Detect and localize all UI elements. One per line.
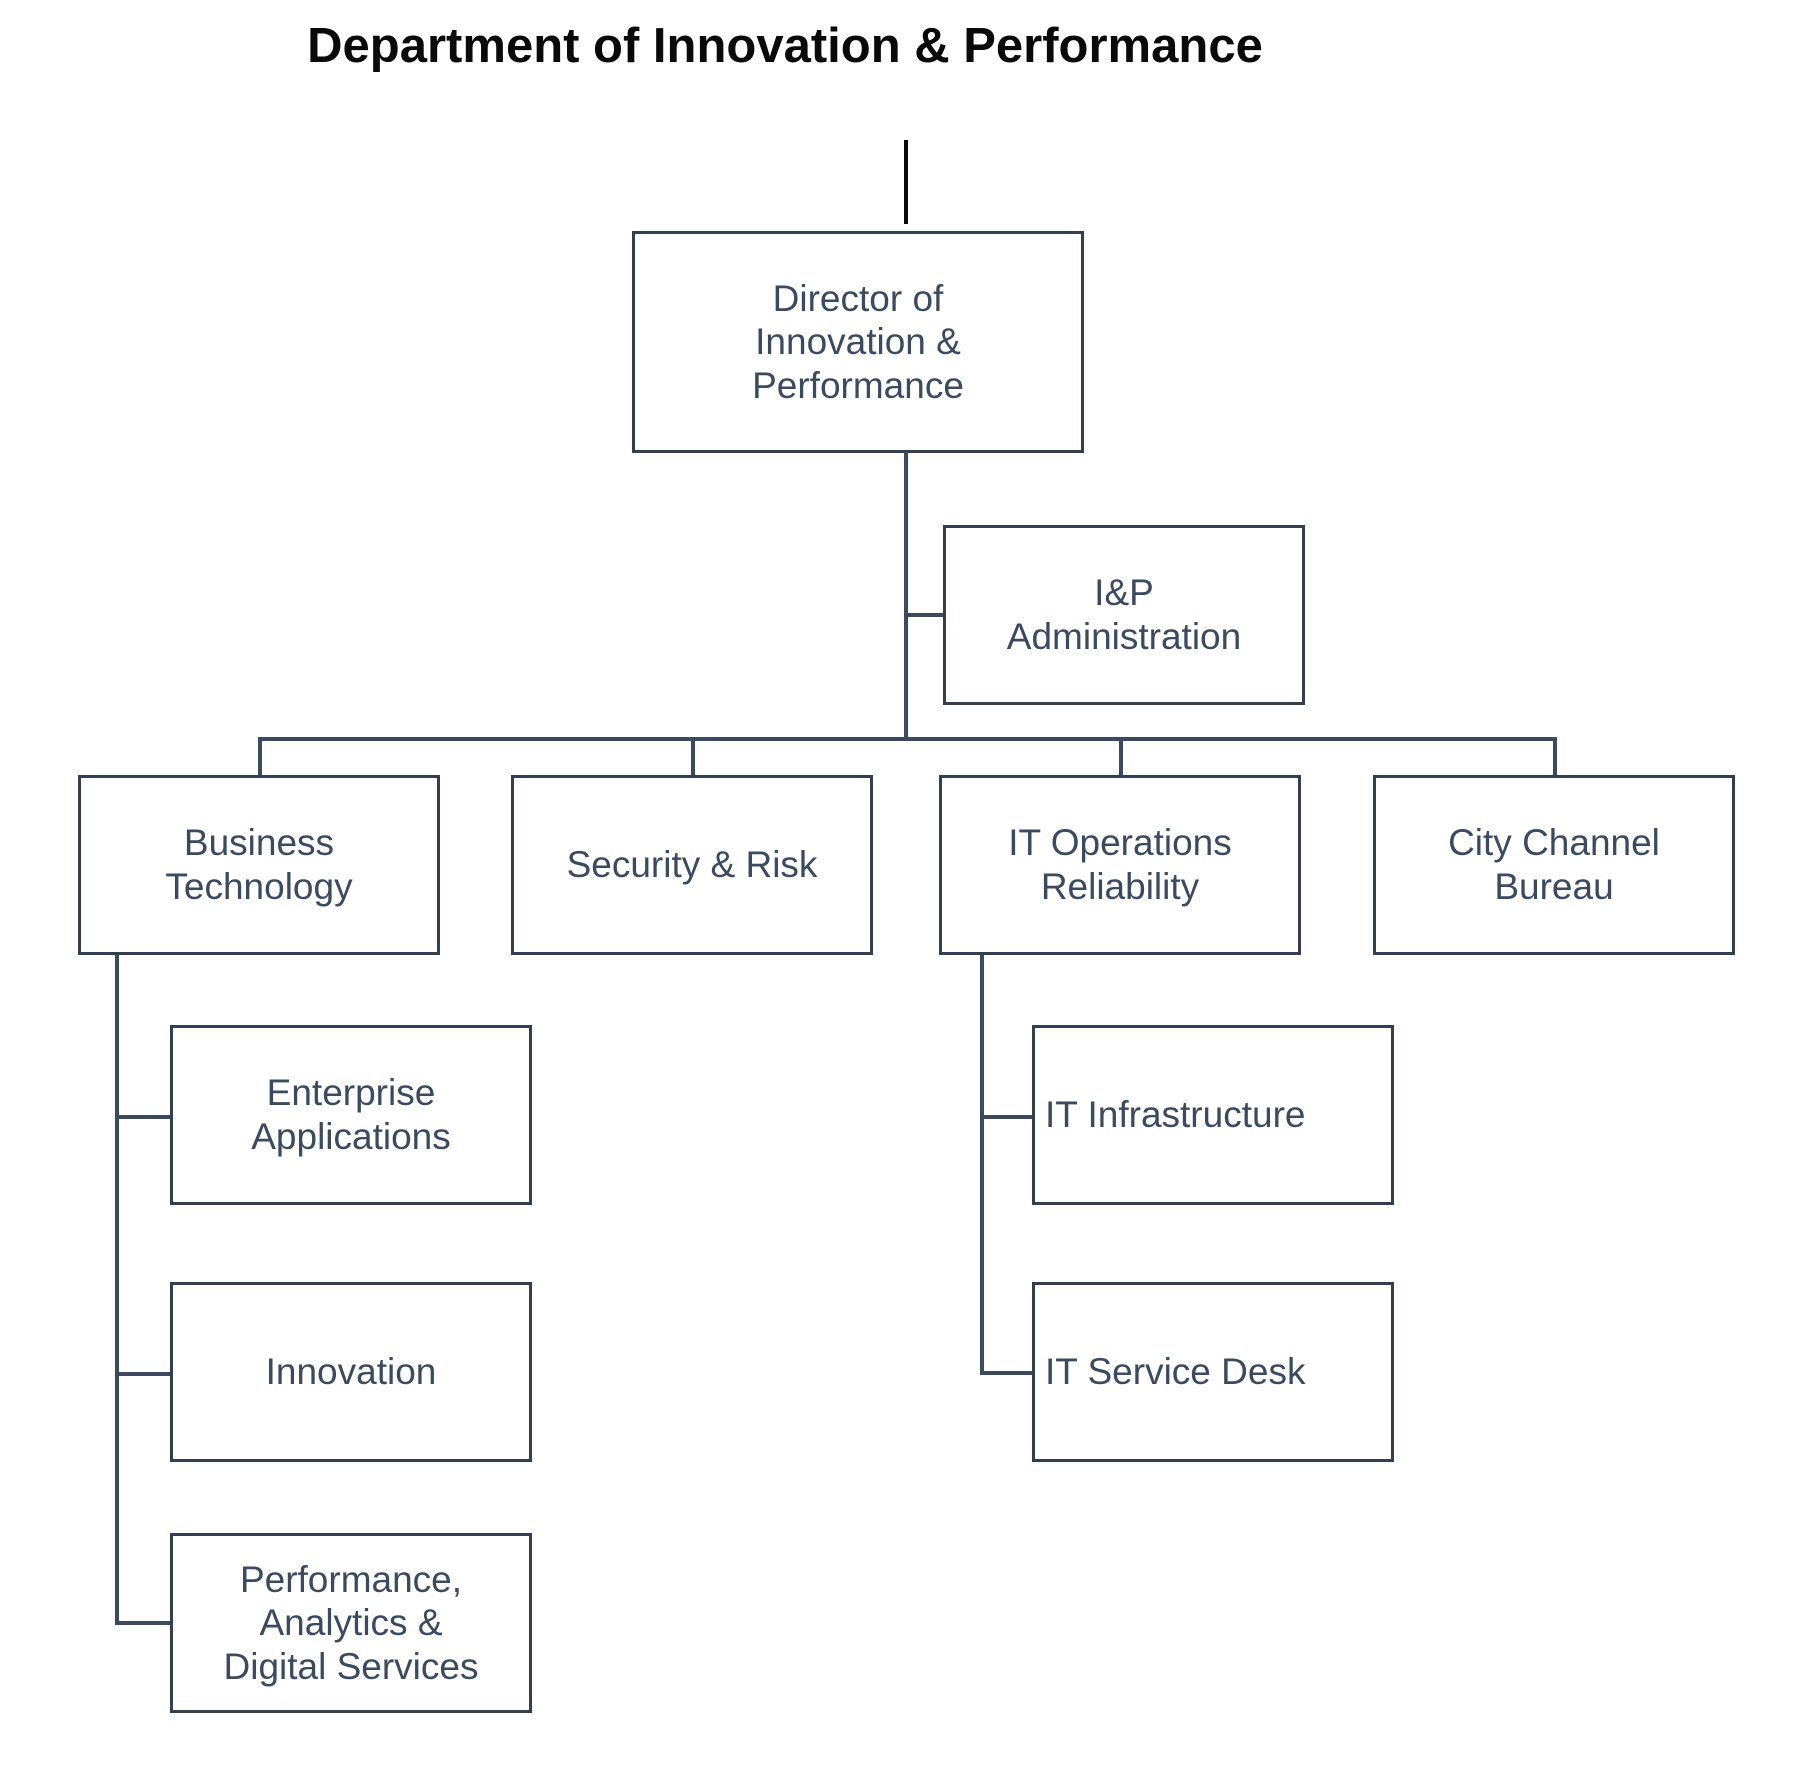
connector-drop-it-operations [1119, 737, 1123, 777]
connector-performance-analytics [115, 1621, 172, 1625]
node-security-risk[interactable]: Security & Risk [511, 775, 873, 955]
connector-it-operations-spine [980, 955, 984, 1374]
node-innovation[interactable]: Innovation [170, 1282, 532, 1462]
node-business-technology[interactable]: Business Technology [78, 775, 440, 955]
connector-drop-security-risk [691, 737, 695, 777]
node-director-label: Director of Innovation & Performance [752, 277, 964, 406]
node-business-technology-label: Business Technology [165, 822, 353, 907]
connector-it-infrastructure [980, 1115, 1035, 1119]
node-city-channel-bureau[interactable]: City Channel Bureau [1373, 775, 1735, 955]
node-director[interactable]: Director of Innovation & Performance [632, 231, 1084, 453]
node-it-infrastructure[interactable]: IT Infrastructure [1032, 1025, 1394, 1205]
node-it-service-desk[interactable]: IT Service Desk [1032, 1282, 1394, 1462]
connector-innovation [115, 1372, 172, 1376]
node-ip-administration[interactable]: I&P Administration [943, 525, 1305, 705]
connector-top-stem [904, 140, 908, 224]
node-performance-analytics-digital-services[interactable]: Performance, Analytics & Digital Service… [170, 1533, 532, 1713]
node-ip-administration-label: I&P Administration [1006, 572, 1242, 657]
connector-drop-business-technology [258, 737, 262, 777]
page-title: Department of Innovation & Performance [307, 19, 1263, 73]
connector-drop-city-channel [1553, 737, 1557, 777]
node-it-operations-reliability-label: IT Operations Reliability [1008, 822, 1232, 907]
node-city-channel-bureau-label: City Channel Bureau [1448, 822, 1660, 907]
connector-enterprise-applications [115, 1115, 172, 1119]
connector-ip-administration [904, 613, 947, 617]
connector-division-bar [258, 737, 1557, 741]
node-performance-analytics-digital-services-label: Performance, Analytics & Digital Service… [223, 1558, 479, 1687]
node-security-risk-label: Security & Risk [566, 844, 818, 886]
connector-director-spine [904, 452, 908, 741]
node-it-operations-reliability[interactable]: IT Operations Reliability [939, 775, 1301, 955]
connector-business-technology-spine [115, 955, 119, 1625]
node-enterprise-applications-label: Enterprise Applications [251, 1072, 451, 1157]
node-it-infrastructure-label: IT Infrastructure [1045, 1094, 1306, 1136]
node-it-service-desk-label: IT Service Desk [1045, 1351, 1306, 1393]
connector-it-service-desk [980, 1371, 1035, 1375]
node-innovation-label: Innovation [265, 1351, 437, 1393]
node-enterprise-applications[interactable]: Enterprise Applications [170, 1025, 532, 1205]
